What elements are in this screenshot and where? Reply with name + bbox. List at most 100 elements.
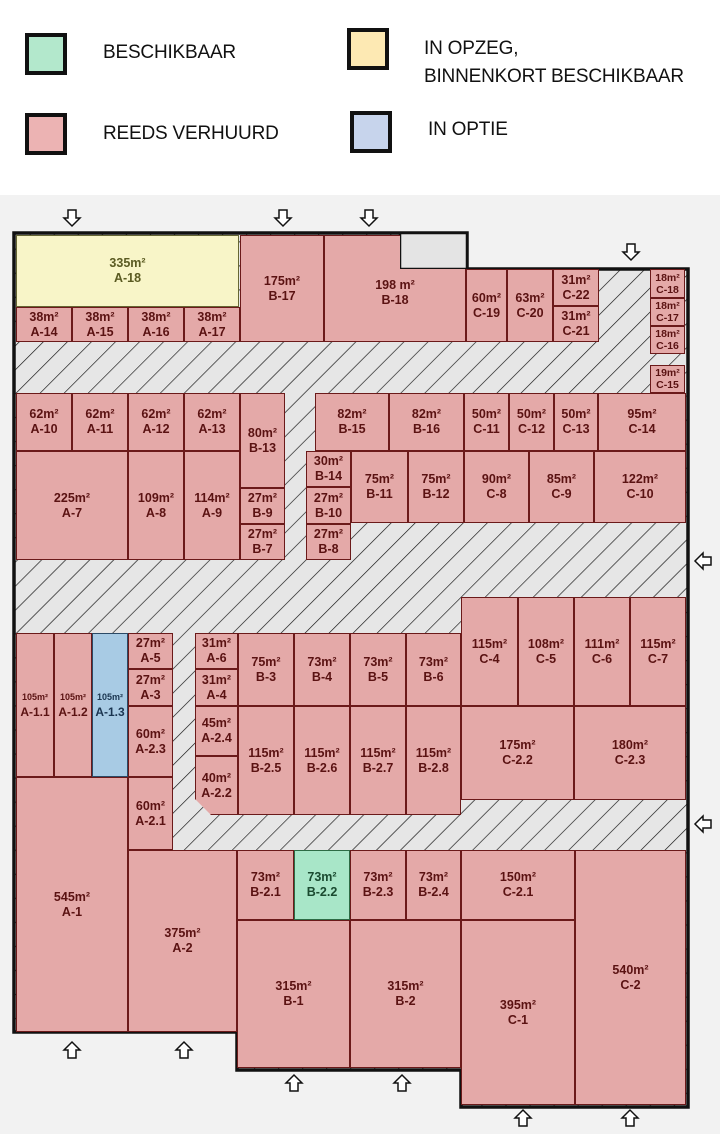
unit-code: C-2 — [620, 977, 641, 992]
unit-area: 38m² — [141, 309, 171, 324]
unit-area: 115m² — [304, 745, 340, 760]
unit-area: 115m² — [471, 636, 508, 651]
legend-label-notice-line2: BINNENKORT BESCHIKBAAR — [424, 66, 684, 87]
unit-area: 540m² — [612, 962, 649, 977]
unit-area: 315m² — [387, 979, 424, 993]
unit-code: A-11 — [86, 422, 114, 436]
unit-code: C-2.2 — [502, 753, 533, 767]
unit-code: C-21 — [562, 324, 590, 338]
unit-code: C-8 — [486, 487, 507, 501]
unit-code: A-9 — [201, 505, 223, 520]
unit-area: 85m² — [546, 472, 577, 486]
entrance-arrow-up-icon — [392, 1073, 412, 1092]
unit-area: 19m² — [655, 367, 680, 379]
unit-area: 545m² — [53, 889, 91, 904]
unit-code: C-4 — [479, 651, 500, 666]
legend-swatch-notice — [347, 28, 389, 70]
unit-area: 31m² — [201, 672, 232, 687]
unit-area: 50m² — [561, 407, 591, 421]
unit-area: 108m² — [527, 636, 565, 651]
unit-area: 45m² — [201, 716, 232, 730]
unit-code: B-7 — [252, 542, 273, 556]
unit-code: B-2.8 — [418, 760, 449, 775]
unit-code: C-14 — [628, 422, 656, 436]
